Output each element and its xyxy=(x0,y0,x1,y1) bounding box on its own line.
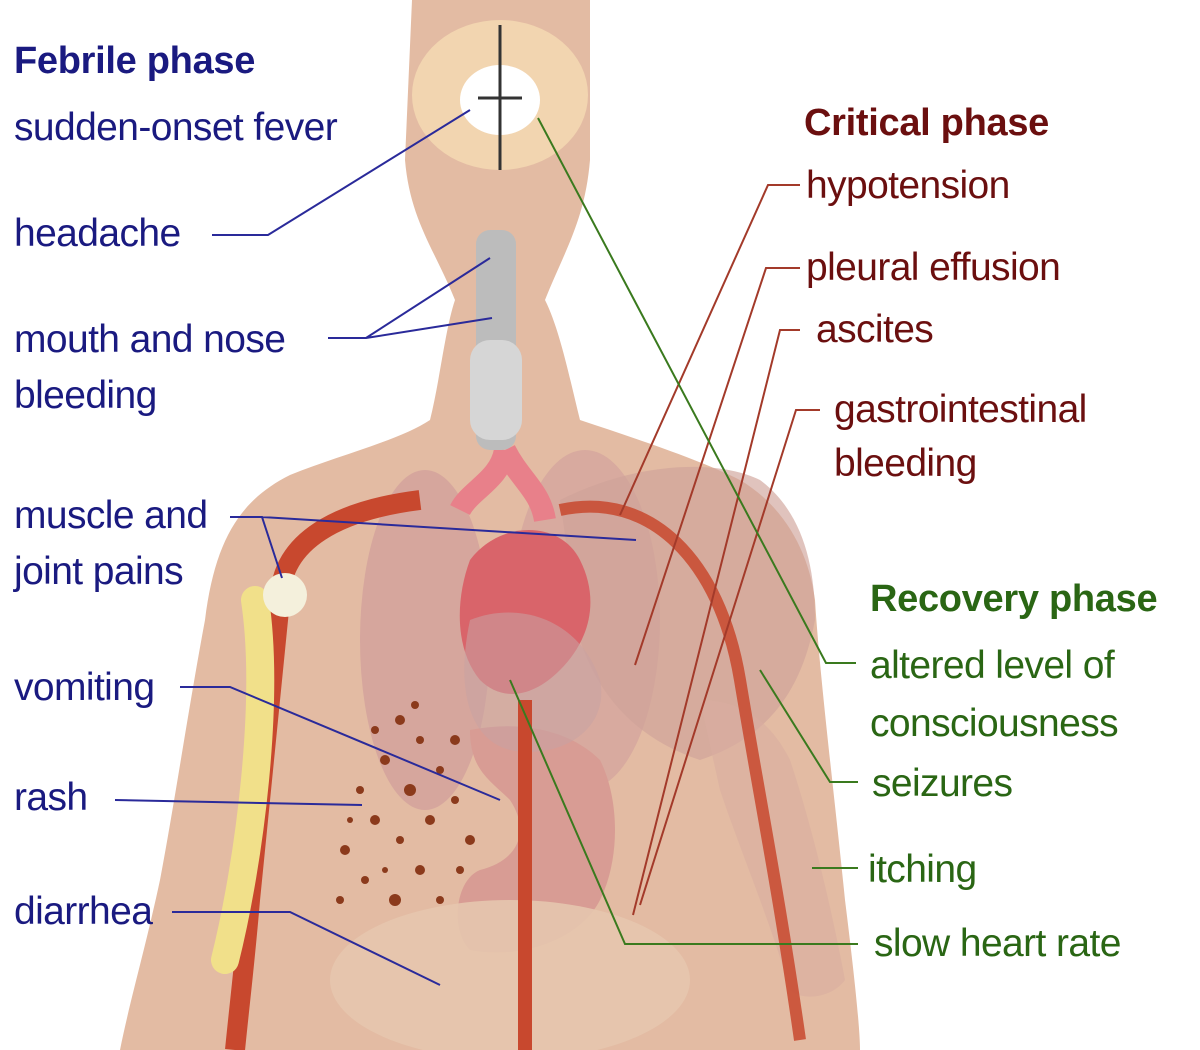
critical-heading: Critical phase xyxy=(804,100,1049,146)
symptom-vomiting: vomiting xyxy=(14,664,154,712)
shoulder-joint xyxy=(263,573,307,617)
symptom-mouth-nose-bleeding: mouth and nose bleeding xyxy=(14,312,285,424)
symptom-slow-heart-rate: slow heart rate xyxy=(874,920,1121,968)
symptom-ascites: ascites xyxy=(816,306,933,354)
symptom-altered-consciousness: altered level of consciousness xyxy=(870,637,1118,753)
symptom-hypotension: hypotension xyxy=(806,162,1010,210)
symptom-pleural-effusion: pleural effusion xyxy=(806,244,1060,292)
symptom-seizures: seizures xyxy=(872,760,1012,808)
symptom-diarrhea: diarrhea xyxy=(14,888,152,936)
symptom-muscle-joint-pains: muscle and joint pains xyxy=(14,488,207,600)
recovery-heading: Recovery phase xyxy=(870,576,1157,622)
febrile-heading: Febrile phase xyxy=(14,38,255,84)
symptom-sudden-onset-fever: sudden-onset fever xyxy=(14,104,337,152)
symptom-itching: itching xyxy=(868,846,977,894)
symptom-rash: rash xyxy=(14,774,87,822)
symptom-gastrointestinal-bleeding: gastrointestinal bleeding xyxy=(834,383,1087,491)
larynx xyxy=(470,340,522,440)
symptom-headache: headache xyxy=(14,210,181,258)
